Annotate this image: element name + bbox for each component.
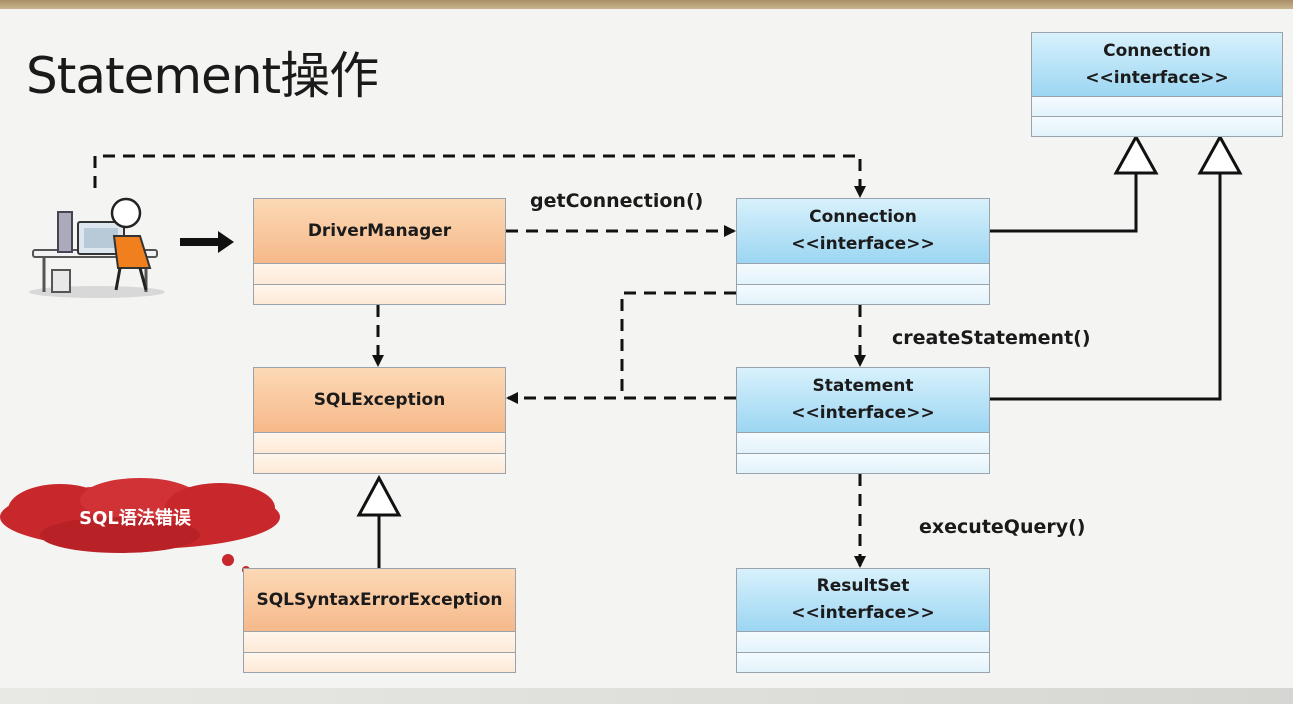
connection-to-sqlexception-edge <box>620 291 736 398</box>
user-to-connection-edge <box>93 154 866 198</box>
top-border <box>0 0 1293 9</box>
class-box-statement[interactable]: Statement <<interface>> <box>736 367 990 474</box>
class-box-drivermanager[interactable]: DriverManager <box>253 198 506 305</box>
class-stereotype: <<interface>> <box>791 234 935 254</box>
bottom-border <box>0 688 1293 704</box>
class-attributes <box>1032 97 1282 117</box>
class-name: Connection <box>1103 40 1211 61</box>
class-box-sqlexception[interactable]: SQLException <box>253 367 506 474</box>
class-name: SQLException <box>313 389 446 410</box>
callout-text: SQL语法错误 <box>79 508 191 529</box>
class-methods <box>1032 117 1282 136</box>
connection-inheritance-triangle <box>1113 133 1159 175</box>
edge-label-executequery: executeQuery() <box>919 516 1086 538</box>
user-at-computer-icon <box>29 197 165 298</box>
class-attributes <box>737 264 989 285</box>
class-stereotype: <<interface>> <box>791 403 935 423</box>
callout-cloud-shape <box>0 478 280 580</box>
class-stereotype: <<interface>> <box>791 603 935 623</box>
class-methods <box>737 285 989 304</box>
class-name: Connection <box>809 207 917 227</box>
class-methods <box>737 653 989 672</box>
class-methods <box>737 454 989 473</box>
class-name: Statement <box>812 376 914 396</box>
class-name: ResultSet <box>816 576 910 596</box>
class-stereotype: <<interface>> <box>1085 67 1229 88</box>
class-methods <box>244 653 515 672</box>
class-name: DriverManager <box>307 220 452 241</box>
slide-title: Statement操作 <box>26 47 379 105</box>
class-attributes <box>254 264 505 285</box>
user-arrow <box>180 231 234 253</box>
class-attributes <box>244 632 515 653</box>
statement-inheritance-triangle <box>1197 133 1243 175</box>
class-box-resultset[interactable]: ResultSet <<interface>> <box>736 568 990 673</box>
edge-label-getconnection: getConnection() <box>530 190 704 212</box>
class-attributes <box>737 632 989 653</box>
class-methods <box>254 454 505 473</box>
class-attributes <box>254 433 505 454</box>
class-attributes <box>737 433 989 454</box>
class-name: SQLSyntaxErrorException <box>256 589 503 610</box>
class-methods <box>254 285 505 304</box>
class-box-connection-top[interactable]: Connection <<interface>> <box>1031 32 1283 137</box>
statement-inheritance-edge <box>990 173 1222 401</box>
class-box-connection[interactable]: Connection <<interface>> <box>736 198 990 305</box>
edge-label-createstatement: createStatement() <box>892 327 1091 349</box>
connection-inheritance-edge <box>990 173 1138 233</box>
class-box-sqlsyntaxerrorexception[interactable]: SQLSyntaxErrorException <box>243 568 516 673</box>
syntaxerror-inheritance-triangle <box>356 474 402 517</box>
